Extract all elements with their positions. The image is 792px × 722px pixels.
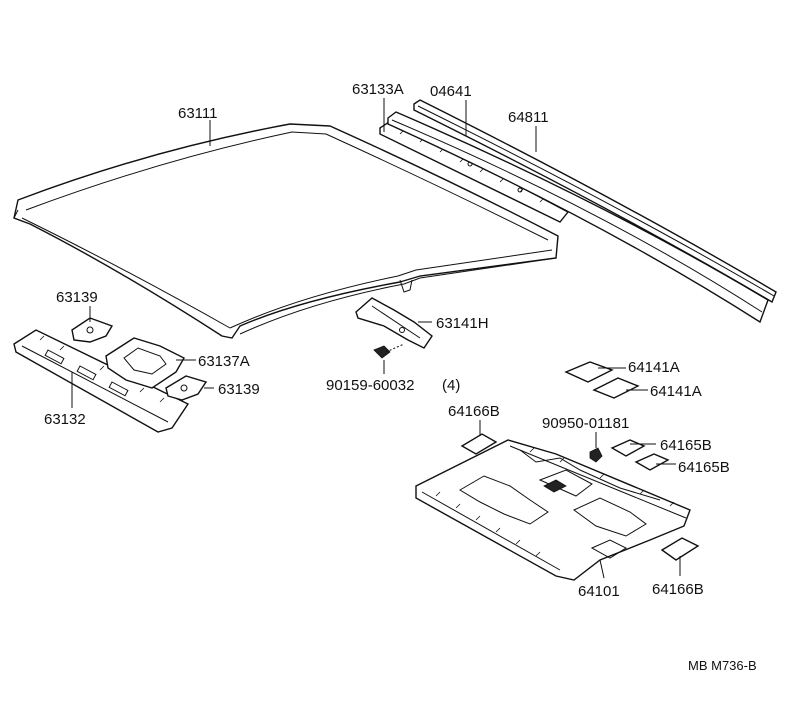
silencer-pad-lower[interactable] bbox=[592, 377, 640, 399]
roof-bracket-upper[interactable] bbox=[71, 317, 114, 343]
bolt-icon[interactable] bbox=[373, 343, 405, 359]
label-64166b-top: 64166B bbox=[448, 403, 500, 420]
label-63141h: 63141H bbox=[436, 315, 489, 332]
label-04641: 04641 bbox=[430, 83, 472, 100]
label-64141a-bottom: 64141A bbox=[650, 383, 702, 400]
label-90159-qty: (4) bbox=[442, 377, 460, 394]
label-64166b-bottom: 64166B bbox=[652, 581, 704, 598]
roof-brace[interactable] bbox=[355, 297, 433, 349]
label-63137a: 63137A bbox=[198, 353, 250, 370]
label-63132: 63132 bbox=[44, 411, 86, 428]
label-90159: 90159-60032 bbox=[326, 377, 414, 394]
part-labels: 63111 63133A 04641 64811 63139 63137A 63… bbox=[44, 81, 757, 673]
floor-pad-b-lower[interactable] bbox=[634, 453, 670, 471]
diagram-reference: MB M736-B bbox=[688, 658, 757, 673]
clip-icon[interactable] bbox=[589, 447, 603, 463]
silencer-pad-upper[interactable] bbox=[564, 361, 614, 383]
label-64165b-bottom: 64165B bbox=[678, 459, 730, 476]
roof-reinforcement[interactable] bbox=[105, 337, 185, 389]
label-63111: 63111 bbox=[178, 105, 218, 122]
label-63139-top: 63139 bbox=[56, 289, 98, 306]
label-64165b-top: 64165B bbox=[660, 437, 712, 454]
package-tray-panel[interactable] bbox=[415, 439, 691, 581]
roof-panel[interactable] bbox=[13, 123, 559, 339]
label-90950: 90950-01181 bbox=[542, 415, 629, 432]
front-header-panel[interactable] bbox=[13, 329, 190, 433]
label-63133a: 63133A bbox=[352, 81, 404, 98]
floor-pad-lower[interactable] bbox=[660, 537, 700, 561]
roof-moulding[interactable] bbox=[387, 99, 777, 324]
label-64101: 64101 bbox=[578, 583, 620, 600]
label-64141a-top: 64141A bbox=[628, 359, 680, 376]
label-63139-bottom: 63139 bbox=[218, 381, 260, 398]
roof-bracket-lower[interactable] bbox=[165, 375, 208, 401]
label-64811: 64811 bbox=[508, 109, 549, 126]
floor-pad-b-upper[interactable] bbox=[610, 439, 646, 457]
leader-lines bbox=[71, 98, 681, 579]
floor-pad-upper[interactable] bbox=[460, 433, 498, 455]
